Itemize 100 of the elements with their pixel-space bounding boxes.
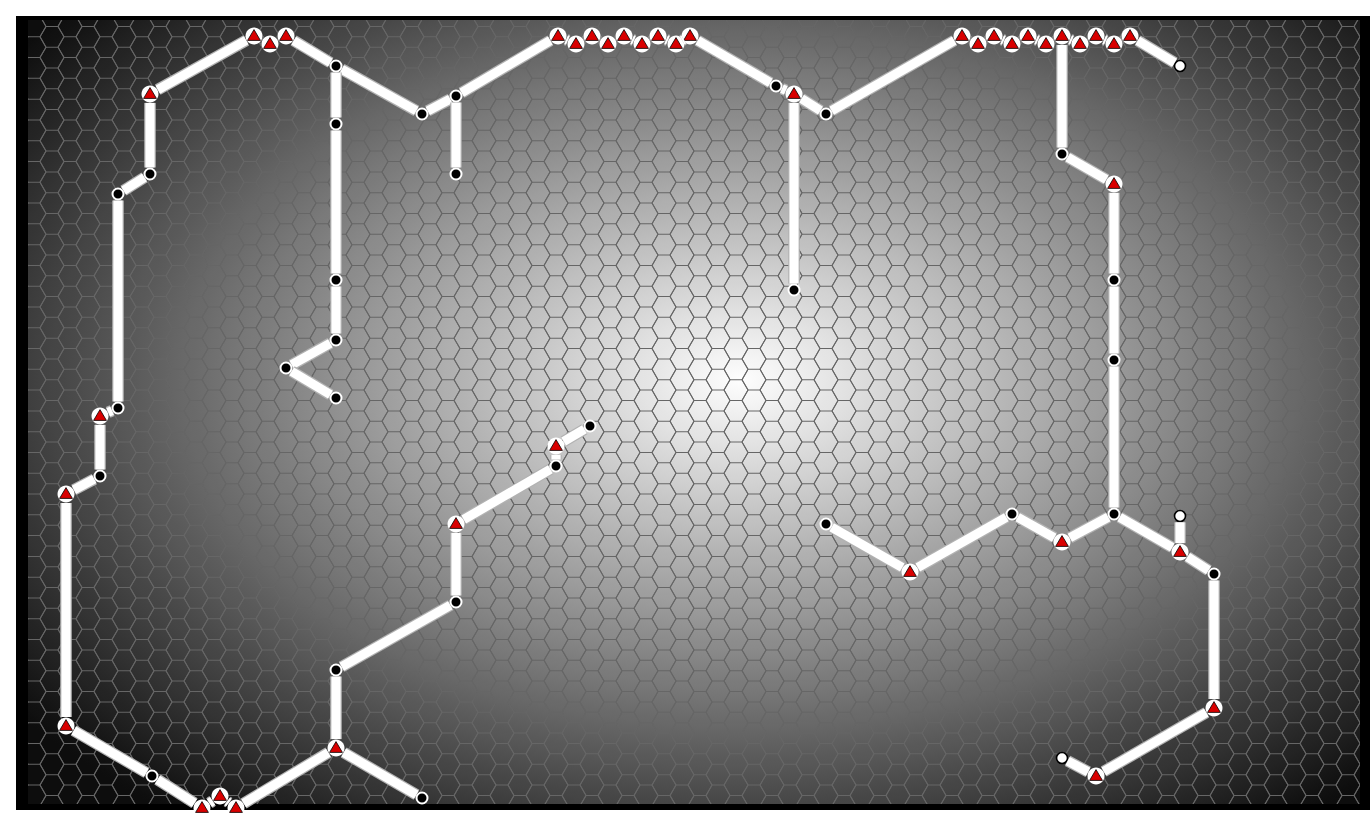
triangle-marker (193, 799, 211, 814)
track-line (1101, 34, 1109, 46)
track-line (330, 286, 342, 334)
triangle-marker (667, 35, 685, 53)
track-line (1067, 34, 1075, 46)
triangle-marker (567, 35, 585, 53)
ring-marker (1055, 751, 1069, 765)
triangle-marker (1105, 35, 1123, 53)
triangle-marker (1171, 543, 1189, 561)
track-line (828, 522, 906, 573)
track-line (154, 35, 250, 95)
track-line (1184, 551, 1212, 576)
track-line (1056, 44, 1068, 148)
triangle-marker (1019, 27, 1037, 45)
triangle-marker (211, 787, 229, 805)
track-line (788, 102, 800, 284)
track-line (828, 35, 958, 116)
dot-marker (415, 791, 429, 805)
track-line (679, 34, 687, 46)
triangle-marker (1037, 35, 1055, 53)
triangle-marker (785, 85, 803, 103)
track-line (1108, 286, 1120, 354)
track-line (290, 35, 334, 68)
track-line (340, 747, 420, 800)
triangle-marker (57, 717, 75, 735)
track-line (60, 502, 72, 718)
track-line (330, 130, 342, 274)
track-line (1064, 152, 1110, 185)
track-line (240, 747, 332, 809)
track-line (1064, 755, 1091, 777)
track-line (120, 172, 148, 196)
track-line (1208, 580, 1220, 700)
track-line (330, 72, 342, 118)
track-line (223, 796, 233, 808)
triangle-marker (447, 515, 465, 533)
track-line (629, 34, 637, 46)
triangle-marker (1053, 27, 1071, 45)
triangle-marker (57, 485, 75, 503)
ring-marker (1173, 59, 1187, 73)
triangle-marker (227, 799, 245, 814)
ring-marker (1173, 509, 1187, 523)
triangle-marker (1121, 27, 1139, 45)
triangle-marker (141, 85, 159, 103)
track-line (914, 512, 1010, 573)
track-line (330, 676, 342, 740)
track-line (1033, 34, 1041, 46)
track-line (338, 64, 420, 116)
track-line (460, 464, 554, 525)
triangle-marker (245, 27, 263, 45)
triangle-marker (277, 27, 295, 45)
track-line (206, 796, 216, 808)
triangle-marker (615, 27, 633, 45)
track-line (1067, 511, 1112, 543)
track-line (1116, 512, 1176, 553)
track-line (563, 34, 571, 46)
triangle-marker (1205, 699, 1223, 717)
track-line (338, 600, 454, 672)
triangle-marker (969, 35, 987, 53)
track-line (779, 83, 789, 96)
track-line (458, 35, 554, 98)
track-line (1174, 522, 1186, 544)
triangle-marker (901, 563, 919, 581)
track-line (1100, 707, 1210, 777)
triangle-marker (1003, 35, 1021, 53)
triangle-marker (1071, 35, 1089, 53)
triangle-marker (1053, 533, 1071, 551)
triangle-marker (633, 35, 651, 53)
track-line (560, 424, 588, 447)
track-line (94, 424, 106, 470)
triangle-marker (547, 437, 565, 455)
track-line (425, 93, 453, 117)
triangle-marker (583, 27, 601, 45)
track-line (70, 725, 150, 778)
track-line (999, 34, 1007, 46)
track-line (1014, 512, 1058, 543)
track-line (798, 93, 824, 116)
triangle-marker (1087, 27, 1105, 45)
track-line (144, 102, 156, 168)
track-line (105, 405, 115, 418)
track-line (288, 366, 334, 400)
track-line (288, 338, 334, 370)
triangle-marker (327, 739, 345, 757)
triangle-marker (261, 35, 279, 53)
triangle-marker (649, 27, 667, 45)
track-line (450, 102, 462, 168)
triangle-marker (985, 27, 1003, 45)
triangle-marker (91, 407, 109, 425)
triangle-marker (681, 27, 699, 45)
track-line (1108, 192, 1120, 274)
track-line (1134, 35, 1178, 68)
triangle-marker (953, 27, 971, 45)
track-line (550, 454, 562, 460)
track-line (694, 35, 774, 88)
track-line (450, 532, 462, 596)
track-line (154, 774, 198, 809)
track-line (112, 200, 124, 402)
track-line (1108, 366, 1120, 508)
track-line (71, 473, 97, 495)
track-line (663, 34, 671, 46)
triangle-marker (1087, 767, 1105, 785)
